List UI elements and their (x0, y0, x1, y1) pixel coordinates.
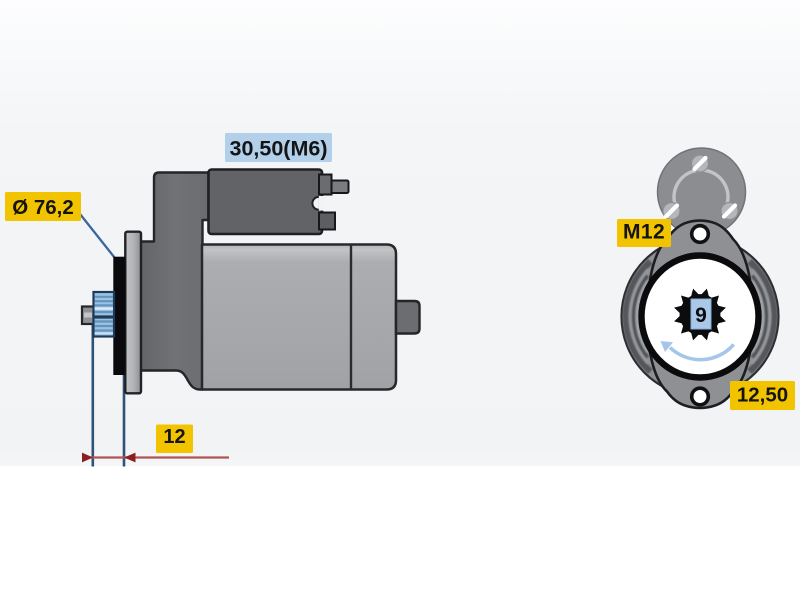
svg-text:12,50: 12,50 (737, 384, 788, 407)
svg-text:30,50(M6): 30,50(M6) (230, 137, 328, 161)
svg-text:M12: M12 (623, 221, 665, 244)
svg-text:Ø 76,2: Ø 76,2 (12, 196, 74, 219)
svg-text:9: 9 (695, 304, 707, 327)
svg-text:12: 12 (163, 426, 185, 448)
